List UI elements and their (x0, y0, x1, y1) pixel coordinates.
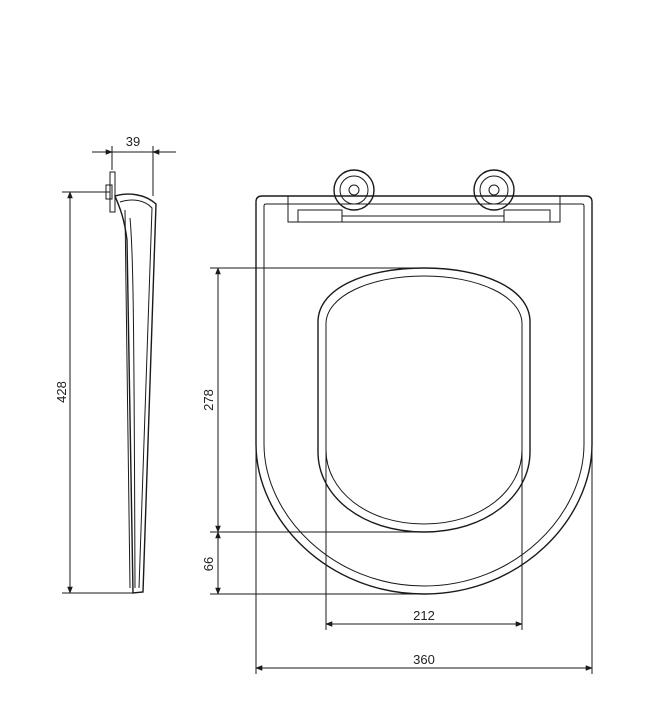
opening-inner-outline (325, 275, 523, 525)
dim-label-overall-width: 360 (413, 652, 435, 667)
opening-width-dimension: 212 (325, 452, 523, 630)
dim-label-opening-length: 278 (201, 389, 216, 411)
seat-outer-outline (255, 195, 593, 595)
seat-inner-outline (263, 203, 585, 587)
side-view: 39 428 (54, 134, 176, 594)
hinge-bar (287, 195, 561, 223)
side-width-dimension: 39 (92, 134, 176, 196)
overall-width-dimension: 360 (255, 444, 593, 674)
opening-length-dimension: 278 (201, 267, 424, 533)
dim-label-front-offset: 66 (201, 557, 216, 571)
dim-label-side-width: 39 (126, 134, 140, 149)
side-seat-profile (114, 193, 157, 594)
front-offset-dimension: 66 (201, 531, 424, 595)
side-height-dimension: 428 (54, 191, 133, 594)
top-view: 278 66 212 360 (201, 169, 593, 674)
hinge-bolt-left (333, 169, 375, 211)
dim-label-opening-width: 212 (413, 608, 435, 623)
hinge-bolt-right (473, 169, 515, 211)
opening-outer-outline (317, 267, 531, 533)
dim-label-side-height: 428 (54, 381, 69, 403)
